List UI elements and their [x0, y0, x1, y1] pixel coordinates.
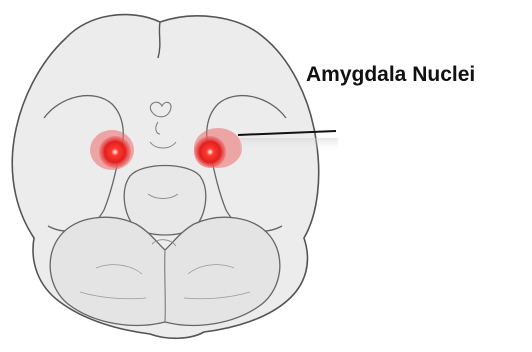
vermis-line — [165, 250, 166, 322]
right-amygdala — [194, 136, 226, 168]
amygdala-label: Amygdala Nuclei — [306, 64, 475, 85]
left-amygdala — [99, 136, 131, 168]
leader-line-shadow — [240, 138, 338, 152]
